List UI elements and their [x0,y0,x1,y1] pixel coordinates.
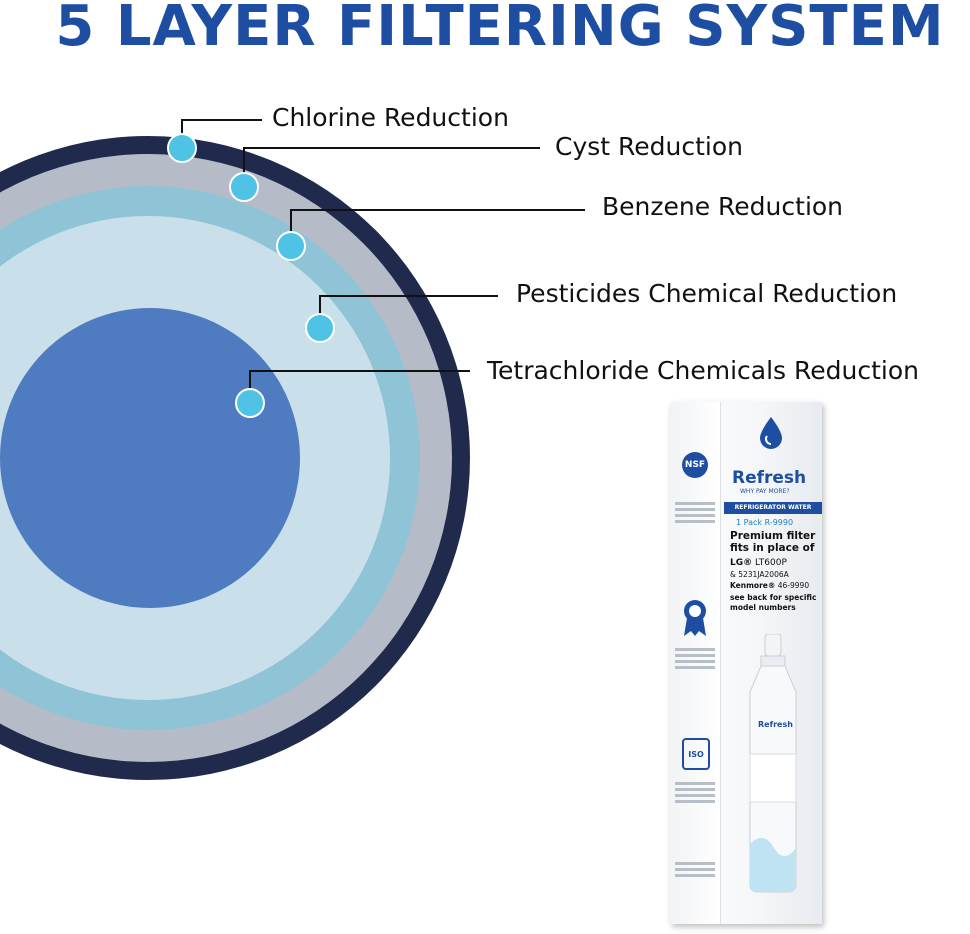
compat-brand-kenmore: Kenmore® [730,581,776,590]
layer-markers [167,133,335,418]
water-drop-icon [760,417,782,449]
side-text-line [675,868,715,871]
side-text-line [675,666,715,669]
product-box: NSF ISO Refresh WHY PAY MORE? REFRIGERAT… [670,402,822,924]
layer-marker-2 [229,172,259,202]
side-text-line [675,520,715,523]
side-text-line [675,800,715,803]
box-side-panel: NSF ISO [670,402,721,924]
brand-slogan: WHY PAY MORE? [740,488,790,495]
product-headline: Premium filter fits in place of [730,530,816,554]
side-text-line [675,788,715,791]
layer-marker-5 [235,388,265,418]
layer-label-5: Tetrachloride Chemicals Reduction [487,356,919,385]
filter-cartridge-image [749,634,797,893]
layer-ring-5 [0,308,300,608]
side-text-line [675,648,715,651]
compat-line-2: & 5231JA2006A [730,570,789,579]
ribbon-badge-icon [684,600,706,636]
layer-marker-1 [167,133,197,163]
layer-label-2: Cyst Reduction [555,132,744,161]
page-title: 5 LAYER FILTERING SYSTEM [55,0,945,59]
side-text-line [675,514,715,517]
side-text-line [675,508,715,511]
brand-name: Refresh [732,468,807,488]
layer-label-1: Chlorine Reduction [272,103,509,132]
see-back-note: see back for specific model numbers [730,593,817,612]
layer-marker-4 [305,313,335,343]
side-text-line [675,660,715,663]
side-text-line [675,654,715,657]
compat-line-1: LG® LT600P [730,558,822,568]
compat-model-lg: LT600P [755,558,787,568]
cartridge-brand-label: Refresh [758,720,793,729]
category-strip: REFRIGERATOR WATER FILTER [724,502,822,523]
layer-label-4: Pesticides Chemical Reduction [516,279,898,308]
compat-model-kenmore: 46-9990 [777,581,810,590]
pack-info: 1 Pack R-9990 [736,518,794,527]
nsf-badge: NSF [682,452,708,478]
layer-marker-3 [276,231,306,261]
side-text-line [675,502,715,505]
side-text-line [675,782,715,785]
layer-rings [0,136,470,780]
layer-label-3: Benzene Reduction [602,192,844,221]
compat-line-3: Kenmore® 46-9990 [730,581,822,591]
compat-brand-lg: LG® [730,558,753,568]
iso-badge: ISO [682,738,710,770]
side-text-line [675,862,715,865]
side-text-line [675,794,715,797]
side-text-line [675,874,715,877]
